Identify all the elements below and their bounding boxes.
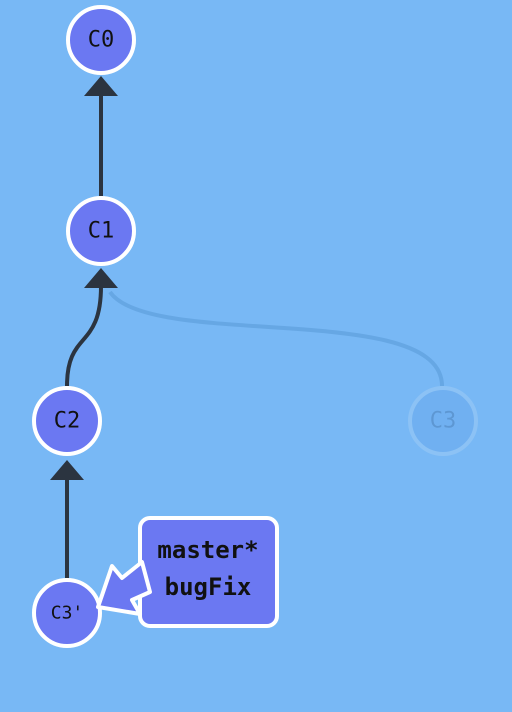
commit-c3-prime[interactable]: C3' <box>32 578 102 648</box>
branch-pointer-arrow <box>96 560 152 616</box>
commit-c3-label: C3 <box>430 409 457 434</box>
branch-name-bugfix: bugFix <box>165 573 252 601</box>
arrowhead-c2 <box>50 460 84 480</box>
commit-c0-label: C0 <box>88 28 115 53</box>
commit-c2-label: C2 <box>54 409 81 434</box>
edge-c2-c1 <box>65 285 103 387</box>
arrowhead-c0 <box>84 76 118 96</box>
ghost-edge-c3-c1 <box>108 290 444 387</box>
commit-c1[interactable]: C1 <box>66 196 136 266</box>
commit-c3-ghost: C3 <box>408 386 478 456</box>
commit-c0[interactable]: C0 <box>66 5 136 75</box>
branch-label-box[interactable]: master* bugFix <box>96 516 279 628</box>
commit-c2[interactable]: C2 <box>32 386 102 456</box>
commit-c1-label: C1 <box>88 219 115 244</box>
arrowhead-c1 <box>84 268 118 288</box>
commit-c3-prime-label: C3' <box>51 603 84 624</box>
branch-name-master: master* <box>157 536 258 564</box>
